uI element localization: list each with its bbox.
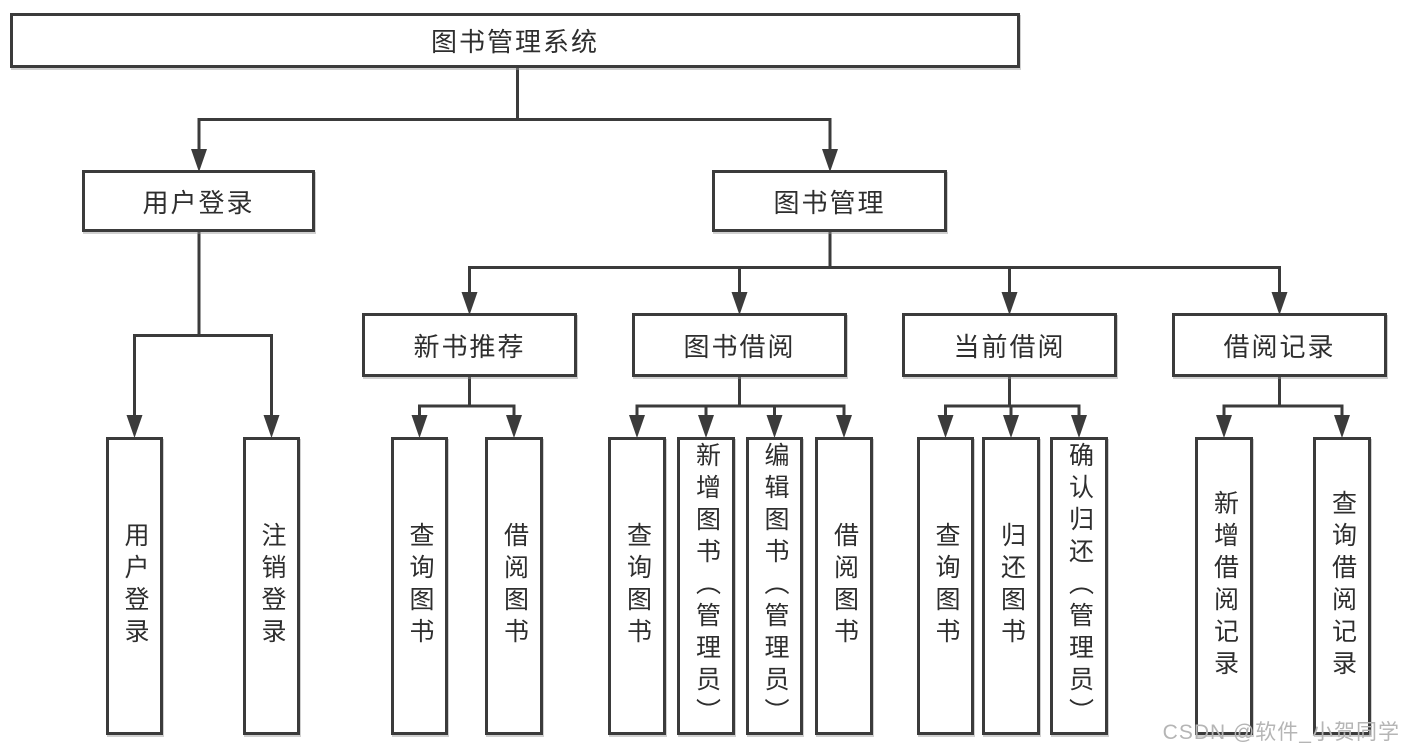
- node-root: 图书管理系统: [10, 13, 1020, 68]
- leaf-user-login-label: 用户登录: [121, 522, 149, 650]
- leaf-br-add-record-label: 新增借阅记录: [1210, 490, 1239, 682]
- node-book-management-label: 图书管理: [773, 187, 886, 218]
- node-book-borrowing-label: 图书借阅: [683, 331, 796, 362]
- arrow-down-icon: [191, 149, 207, 172]
- leaf-user-login: 用户登录: [106, 437, 163, 735]
- arrow-down-icon: [698, 415, 714, 438]
- leaf-bb-add-books-admin: 新增图书（管理员）: [677, 437, 735, 735]
- node-borrow-records: 借阅记录: [1172, 313, 1387, 377]
- leaf-br-query-record: 查询借阅记录: [1313, 437, 1371, 735]
- leaf-br-add-record: 新增借阅记录: [1195, 437, 1253, 735]
- node-root-label: 图书管理系统: [430, 27, 599, 57]
- arrow-down-icon: [766, 415, 783, 438]
- arrow-down-icon: [731, 292, 748, 315]
- arrow-down-icon: [1216, 415, 1232, 438]
- node-current-borrowing-label: 当前借阅: [953, 331, 1066, 362]
- leaf-logout: 注销登录: [243, 437, 300, 735]
- node-new-book-recommend: 新书推荐: [362, 313, 577, 377]
- leaf-nb-query-books-label: 查询图书: [406, 522, 434, 650]
- leaf-bb-edit-books-admin-label: 编辑图书（管理员）: [761, 442, 789, 730]
- arrow-down-icon: [937, 415, 954, 438]
- arrow-down-icon: [1003, 415, 1019, 438]
- node-new-book-recommend-label: 新书推荐: [413, 331, 526, 362]
- leaf-nb-borrow-books: 借阅图书: [485, 437, 543, 735]
- arrow-down-icon: [1271, 292, 1288, 315]
- leaf-bb-query-books-label: 查询图书: [623, 522, 652, 650]
- node-current-borrowing: 当前借阅: [902, 313, 1117, 377]
- leaf-nb-borrow-books-label: 借阅图书: [500, 522, 529, 650]
- arrow-down-icon: [822, 149, 838, 172]
- leaf-bb-query-books: 查询图书: [608, 437, 666, 735]
- leaf-cb-return-books-label: 归还图书: [997, 522, 1026, 650]
- leaf-cb-query-books-label: 查询图书: [932, 522, 960, 650]
- node-user-login-label: 用户登录: [142, 187, 255, 218]
- arrow-down-icon: [836, 415, 852, 438]
- leaf-bb-edit-books-admin: 编辑图书（管理员）: [746, 437, 803, 735]
- leaf-cb-return-books: 归还图书: [982, 437, 1040, 735]
- arrow-down-icon: [1071, 415, 1087, 438]
- arrow-down-icon: [506, 415, 522, 438]
- arrow-down-icon: [461, 292, 478, 315]
- arrowhead-icons: [126, 149, 1350, 438]
- arrow-down-icon: [126, 415, 143, 438]
- leaf-logout-label: 注销登录: [258, 522, 286, 650]
- node-user-login: 用户登录: [82, 170, 315, 232]
- arrow-down-icon: [629, 415, 645, 438]
- node-borrow-records-label: 借阅记录: [1223, 331, 1336, 362]
- leaf-cb-confirm-return-admin: 确认归还（管理员）: [1050, 437, 1108, 735]
- arrow-down-icon: [411, 415, 428, 438]
- node-book-borrowing: 图书借阅: [632, 313, 847, 377]
- node-book-management: 图书管理: [712, 170, 947, 232]
- leaf-cb-query-books: 查询图书: [917, 437, 974, 735]
- leaf-br-query-record-label: 查询借阅记录: [1328, 490, 1357, 682]
- arrow-down-icon: [1334, 415, 1350, 438]
- leaf-bb-borrow-books: 借阅图书: [815, 437, 873, 735]
- leaf-cb-confirm-return-admin-label: 确认归还（管理员）: [1065, 442, 1094, 730]
- leaf-bb-borrow-books-label: 借阅图书: [830, 522, 859, 650]
- arrow-down-icon: [263, 415, 280, 438]
- arrow-down-icon: [1001, 292, 1018, 315]
- leaf-nb-query-books: 查询图书: [391, 437, 448, 735]
- leaf-bb-add-books-admin-label: 新增图书（管理员）: [692, 442, 721, 730]
- csdn-watermark: CSDN @软件_小贺同学: [1162, 721, 1400, 744]
